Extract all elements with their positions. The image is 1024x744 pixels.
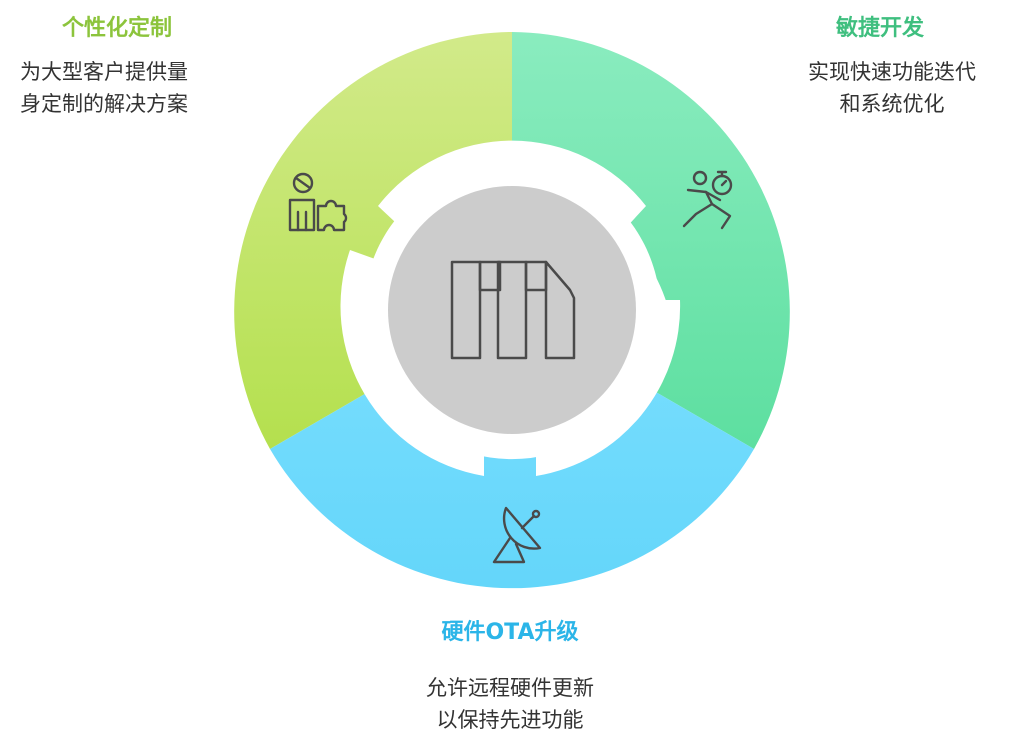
stage-agile-desc: 实现快速功能迭代 和系统优化 bbox=[742, 56, 1002, 120]
stage-agile-desc-line: 和系统优化 bbox=[839, 92, 945, 116]
center-hub bbox=[388, 186, 636, 434]
stage-agile: 敏捷开发 实现快速功能迭代 和系统优化 bbox=[742, 14, 1002, 120]
satellite-dish-icon bbox=[492, 506, 542, 564]
stage-ota-desc-line: 以保持先进功能 bbox=[436, 708, 584, 732]
stage-agile-title: 敏捷开发 bbox=[835, 16, 924, 41]
stage-custom-title: 个性化定制 bbox=[62, 16, 173, 41]
runner-stopwatch-icon bbox=[682, 170, 733, 230]
logo-icon bbox=[450, 260, 576, 360]
inner-cycle-band bbox=[378, 140, 672, 324]
stage-custom: 个性化定制 为大型客户提供量 身定制的解决方案 bbox=[20, 14, 280, 120]
stage-agile-desc-line: 实现快速功能迭代 bbox=[808, 60, 976, 84]
stage-ota: 硬件OTA升级 允许远程硬件更新 以保持先进功能 bbox=[340, 618, 680, 736]
stage-ota-desc-line: 允许远程硬件更新 bbox=[426, 676, 594, 700]
segment-custom bbox=[234, 32, 513, 449]
segment-ota bbox=[270, 384, 754, 589]
stage-ota-title: 硬件OTA升级 bbox=[441, 620, 579, 645]
segment-agile bbox=[512, 32, 790, 449]
person-puzzle-icon bbox=[288, 172, 348, 232]
stage-custom-desc-line: 为大型客户提供量 bbox=[20, 60, 188, 84]
stage-custom-desc: 为大型客户提供量 身定制的解决方案 bbox=[20, 56, 280, 120]
stage-ota-desc: 允许远程硬件更新 以保持先进功能 bbox=[340, 672, 680, 736]
stage-custom-desc-line: 身定制的解决方案 bbox=[20, 92, 188, 116]
